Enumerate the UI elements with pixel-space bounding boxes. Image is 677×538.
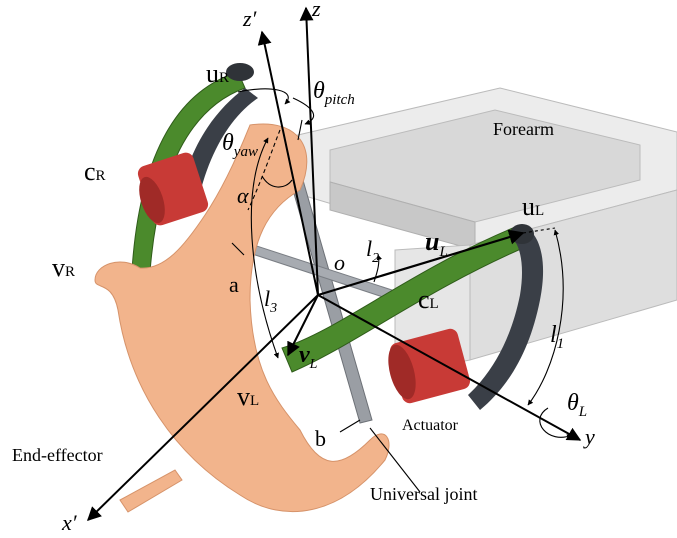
alpha-guide-line <box>247 129 281 211</box>
end-effector-label: End-effector <box>12 445 103 465</box>
coordinate-axes <box>86 6 582 521</box>
y-axis <box>317 294 582 441</box>
l3-dimension-arc <box>250 137 279 359</box>
b-label: b <box>315 426 326 451</box>
v-L-vector <box>287 294 319 357</box>
x-prime-axis <box>86 294 319 521</box>
alpha-arc <box>261 175 293 188</box>
v-L-label: vL <box>237 382 259 411</box>
theta-yaw-arc <box>237 88 291 105</box>
l3-label: l3 <box>264 286 277 316</box>
l1-dimension-arc <box>527 229 564 406</box>
theta-pitch-arc <box>292 97 315 125</box>
b-leader <box>339 419 361 433</box>
l2-label: l2 <box>366 236 379 266</box>
alpha-label: α <box>237 183 249 208</box>
z-prime-axis <box>257 30 319 296</box>
pitch-leader <box>297 119 303 141</box>
theta-yaw-label: θyaw <box>222 130 258 160</box>
a-leader <box>231 242 245 256</box>
u-R-label: uR <box>206 59 229 88</box>
dimension-marks <box>231 88 573 493</box>
u-L-vector-label: uL <box>425 227 448 260</box>
a-label: a <box>229 272 239 297</box>
l1-label: l1 <box>550 322 564 352</box>
z-label: z <box>311 0 321 21</box>
universal-joint-leader <box>369 427 421 493</box>
y-label: y <box>583 424 595 449</box>
v-R-label: vR <box>52 253 75 282</box>
u-L-vector <box>317 229 525 297</box>
theta-pitch-label: θpitch <box>313 78 355 108</box>
universal-joint-label: Universal joint <box>370 484 477 504</box>
z-axis <box>299 6 319 296</box>
theta-L-arc <box>539 407 573 440</box>
theta-L-label: θL <box>567 390 587 420</box>
forearm-label: Forearm <box>493 119 554 139</box>
l2-angle-arc <box>373 254 383 283</box>
actuator-label: Actuator <box>402 417 459 434</box>
origin-label: o <box>334 250 345 275</box>
end-effector-body <box>94 123 390 513</box>
z-prime-label: z′ <box>242 6 258 31</box>
u-L-label: uL <box>522 192 544 221</box>
x-prime-label: x′ <box>61 510 78 535</box>
v-L-vector-label: vL <box>299 342 318 372</box>
c-L-label: cL <box>418 285 439 314</box>
c-R-label: cR <box>84 157 106 186</box>
